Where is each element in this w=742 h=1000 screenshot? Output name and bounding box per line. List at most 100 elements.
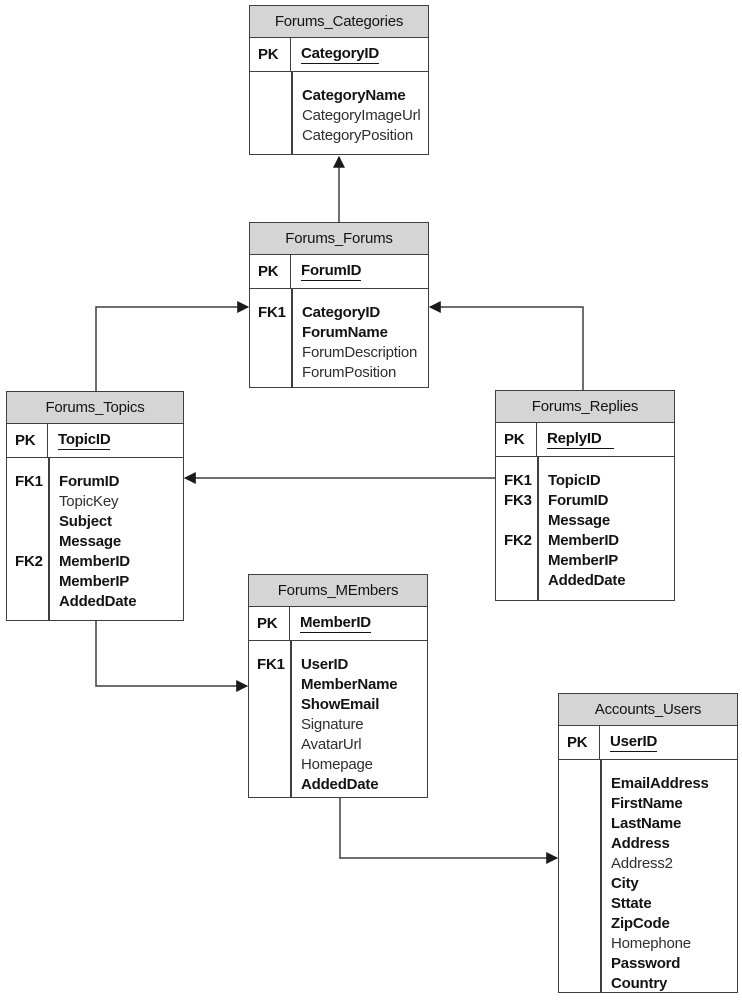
pk-key-label: PK [249,607,290,640]
field-row: AddedDate [496,570,674,590]
fk-key-label: FK1 [504,471,532,489]
field-name: CategoryID [302,303,381,321]
field-name: Message [548,511,610,529]
field-name: MemberID [548,531,619,549]
field-row: CategoryName [250,85,428,105]
pk-row: PK ReplyID [496,423,674,457]
field-name: MemberIP [59,572,130,590]
field-row: FK1 CategoryID [250,302,428,322]
field-row: AvatarUrl [249,734,427,754]
key-column-divider [291,72,293,154]
pk-field-cell: ReplyID [537,423,674,456]
pk-field-name: MemberID [300,614,371,633]
field-name: UserID [301,655,349,673]
pk-key-label: PK [250,38,291,71]
field-name: ForumID [59,472,120,490]
field-row: ShowEmail [249,694,427,714]
pk-field-name: CategoryID [301,45,380,64]
pk-key-label: PK [559,726,600,759]
table-header-forums-replies: Forums_Replies [496,391,674,423]
field-name: AddedDate [548,571,626,589]
pk-key-label: PK [496,423,537,456]
pk-field-cell: TopicID [48,424,183,457]
field-name: CategoryName [302,86,406,104]
fk-key-label: FK1 [258,303,286,321]
field-name: Homephone [611,934,691,952]
field-row: Country [559,973,737,993]
table-title: Forums_Topics [45,399,145,416]
pk-field-name: ReplyID [547,430,615,449]
field-row: FK1 ForumID [7,471,183,491]
field-row: AddedDate [7,591,183,611]
table-header-accounts-users: Accounts_Users [559,694,737,726]
field-name: ForumName [302,323,388,341]
key-column-divider [291,289,293,387]
fk-key-label: FK1 [257,655,285,673]
field-name: Sttate [611,894,652,912]
field-name: TopicKey [59,492,119,510]
pk-key-text: PK [258,263,279,280]
pk-key-label: PK [250,255,291,288]
key-column-divider [537,457,539,600]
field-name: LastName [611,814,682,832]
field-name: ForumDescription [302,343,418,361]
field-row: Password [559,953,737,973]
table-title: Forums_Replies [531,398,639,415]
table-header-forums-topics: Forums_Topics [7,392,183,424]
field-name: AvatarUrl [301,735,362,753]
field-row: MemberIP [496,550,674,570]
field-row: MemberName [249,674,427,694]
field-row: Homepage [249,754,427,774]
field-row: City [559,873,737,893]
key-column-divider [48,458,50,620]
field-row: EmailAddress [559,773,737,793]
field-name: ForumPosition [302,363,397,381]
pk-key-text: PK [258,46,279,63]
field-row: CategoryImageUrl [250,105,428,125]
field-row: Message [7,531,183,551]
pk-field-cell: ForumID [291,255,428,288]
fk-key-label: FK1 [15,472,43,490]
table-title: Forums_Categories [274,13,404,30]
field-row: ZipCode [559,913,737,933]
field-row: FK1 UserID [249,654,427,674]
field-name: EmailAddress [611,774,709,792]
table-header-forums-members: Forums_MEmbers [249,575,427,607]
field-name: Homepage [301,755,373,773]
field-row: AddedDate [249,774,427,794]
table-title: Accounts_Users [594,701,702,718]
field-row: Signature [249,714,427,734]
field-name: CategoryPosition [302,126,414,144]
fk-key-label: FK2 [504,531,532,549]
pk-field-name: UserID [610,733,658,752]
field-name: City [611,874,639,892]
field-row: ForumPosition [250,362,428,382]
pk-key-label: PK [7,424,48,457]
field-name: MemberID [59,552,130,570]
key-column-divider [290,641,292,797]
field-name: Password [611,954,681,972]
pk-row: PK MemberID [249,607,427,641]
pk-row: PK CategoryID [250,38,428,72]
field-row: ForumDescription [250,342,428,362]
field-name: Country [611,974,668,992]
field-name: MemberName [301,675,398,693]
field-name: AddedDate [301,775,379,793]
field-row: FirstName [559,793,737,813]
field-name: Signature [301,715,364,733]
field-row: Message [496,510,674,530]
